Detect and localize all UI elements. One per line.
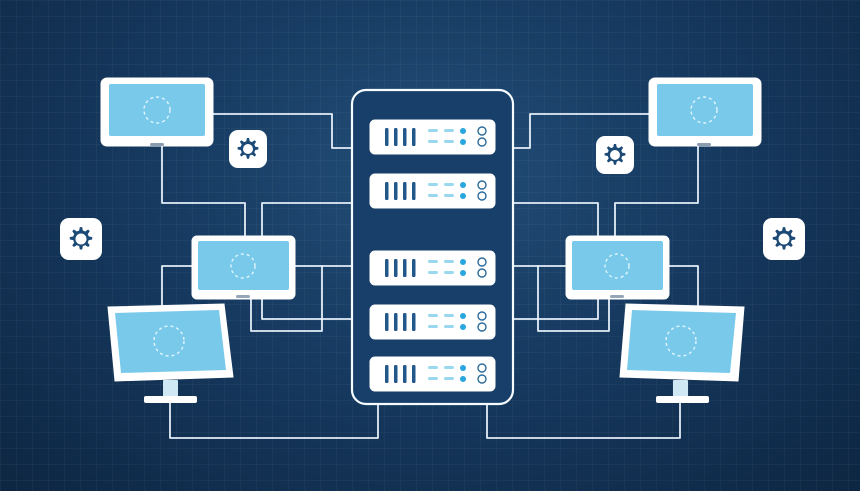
gear-tile-right-inner (596, 136, 634, 174)
right-tablet-display (565, 235, 670, 300)
left-tablet-lower-link (250, 265, 323, 332)
left-tablet-bridge-link (161, 265, 195, 306)
gear-tile-right-outer (763, 218, 805, 260)
right-tablet-bottom-link (511, 298, 599, 320)
right-desktop-monitor (619, 303, 745, 403)
server-rack (350, 88, 515, 406)
right-top-laptop-to-server-link (511, 113, 651, 149)
server-unit-1 (369, 119, 496, 155)
server-unit-3 (369, 250, 496, 286)
left-desktop-monitor (107, 303, 234, 403)
gear-tile-left-outer (60, 218, 102, 260)
right-tablet-lower-link (537, 265, 610, 332)
right-tablet-top-link (511, 202, 599, 238)
right-monitor-to-server-link (486, 400, 681, 439)
left-top-laptop-display (100, 77, 214, 147)
right-top-laptop-drop-link (614, 145, 699, 238)
server-unit-4 (369, 304, 496, 340)
left-tablet-top-link (261, 202, 353, 238)
left-top-laptop-drop-link (161, 145, 246, 238)
right-tablet-bridge-link (667, 265, 699, 306)
left-tablet-display (191, 235, 296, 300)
gear-tile-left-inner (229, 130, 267, 168)
left-top-laptop-to-server-link (211, 113, 353, 149)
connection-lines (161, 113, 699, 439)
server-unit-5 (369, 356, 496, 392)
left-monitor-to-server-link (169, 400, 379, 439)
left-tablet-bottom-link (261, 298, 353, 320)
server-unit-2 (369, 173, 496, 209)
right-top-laptop-display (648, 77, 762, 147)
